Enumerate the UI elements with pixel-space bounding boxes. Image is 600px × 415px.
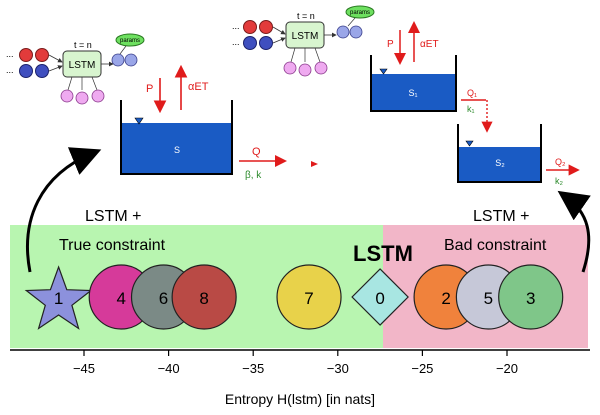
left-state-node [124, 53, 138, 67]
x-tick-label: −25 [411, 361, 433, 376]
left-params-node [115, 33, 145, 47]
right-output-node [314, 61, 328, 75]
right-output-node [283, 61, 297, 75]
model-label-5: 5 [484, 289, 493, 308]
left-input-node [19, 48, 33, 62]
x-tick-label: −20 [496, 361, 518, 376]
right-heading-line1: LSTM + [473, 208, 529, 225]
right-state-node [349, 25, 363, 39]
right-params-label: params [350, 10, 370, 16]
q1-label: Q₁ [467, 88, 477, 98]
right-state-node [336, 25, 350, 39]
x-tick-label: −35 [242, 361, 264, 376]
right-input-node [259, 36, 273, 50]
left-input-ellipsis-2: ... [6, 65, 14, 75]
model-diamond-0 [351, 268, 409, 326]
left-heading-line1: LSTM + [85, 208, 141, 225]
store2-label: S₂ [495, 158, 505, 168]
store2-water [459, 147, 540, 181]
left-curved-arrow [26, 147, 102, 273]
store1-water-level-icon [379, 68, 388, 75]
model-circle-3 [498, 264, 564, 330]
model-label-8: 8 [199, 289, 208, 308]
model-label-6: 6 [159, 289, 168, 308]
right-lstm-label: LSTM [292, 31, 319, 42]
store2-water-level-icon [465, 140, 474, 147]
x-tick-label: −45 [73, 361, 95, 376]
left-output-node [60, 89, 74, 103]
store1-bucket [370, 55, 457, 112]
model-label-3: 3 [526, 289, 535, 308]
left-input-node [19, 64, 33, 78]
model-marker-8: 8 [171, 264, 237, 330]
left-state-node [111, 53, 125, 67]
right-et-label: αET [420, 39, 439, 50]
model-label-4: 4 [116, 289, 125, 308]
k1-label: k₁ [467, 104, 475, 114]
model-circle-7 [276, 264, 342, 330]
left-input-node [35, 64, 49, 78]
model-marker-3: 3 [498, 264, 564, 330]
x-tick-label: −30 [327, 361, 349, 376]
q2-label: Q₂ [555, 157, 566, 167]
x-axis-label: Entropy H(lstm) [in nats] [225, 391, 375, 407]
model-label-1: 1 [54, 289, 63, 308]
model-label-2: 2 [441, 289, 450, 308]
model-circle-8 [171, 264, 237, 330]
model-marker-0: 0 [351, 268, 409, 326]
right-precip-label: P [387, 39, 394, 50]
model-star-1 [24, 265, 93, 330]
left-lstm-model: ... ... t = n LSTM params [6, 33, 145, 105]
right-input-node [243, 36, 257, 50]
right-params-node [345, 5, 375, 19]
left-lstm-label: LSTM [69, 60, 96, 71]
x-tick-label: −40 [158, 361, 180, 376]
left-input-node [35, 48, 49, 62]
left-water-level-icon [134, 117, 144, 125]
right-input-ellipsis: ... [232, 21, 240, 31]
right-bucket-model: P αET S₁ Q₁ k₁ S₂ Q₂ k₂ [370, 21, 580, 186]
k2-label: k₂ [555, 176, 564, 186]
model-label-0: 0 [375, 289, 384, 308]
left-small-arrowhead [311, 161, 318, 167]
left-et-label: αET [188, 81, 209, 93]
right-time-label: t = n [297, 11, 315, 21]
right-lstm-model: ... ... t = n LSTM params [232, 5, 375, 77]
x-axis-ticks: −45 −40 −35 −30 −25 −20 [73, 350, 518, 376]
model-markers: 1 4 6 8 7 0 2 5 3 [24, 264, 564, 330]
left-heading-line2: True constraint [59, 237, 166, 254]
left-output-node [91, 89, 105, 103]
left-params-label: params [120, 38, 140, 44]
store1-water [372, 74, 455, 110]
store1-label: S₁ [408, 88, 417, 98]
right-input-node [243, 20, 257, 34]
left-store-bucket [120, 100, 233, 175]
right-input-ellipsis-2: ... [232, 37, 240, 47]
left-output-node [75, 91, 89, 105]
right-output-node [298, 63, 312, 77]
left-input-ellipsis: ... [6, 49, 14, 59]
right-input-node [259, 20, 273, 34]
left-store-water [122, 123, 231, 173]
center-heading: LSTM [353, 241, 413, 266]
model-marker-7: 7 [276, 264, 342, 330]
model-marker-1: 1 [24, 265, 93, 330]
right-heading-line2: Bad constraint [444, 237, 547, 254]
right-curved-arrow [557, 190, 591, 273]
left-store-label: S [174, 145, 180, 155]
left-outflow-label: Q [252, 146, 261, 158]
left-outflow-params: β, k [245, 170, 262, 181]
model-label-7: 7 [304, 289, 313, 308]
left-bucket-model: P αET S Q β, k [120, 64, 318, 181]
left-precip-label: P [146, 83, 153, 95]
left-time-label: t = n [74, 40, 92, 50]
store2-bucket [457, 124, 542, 183]
